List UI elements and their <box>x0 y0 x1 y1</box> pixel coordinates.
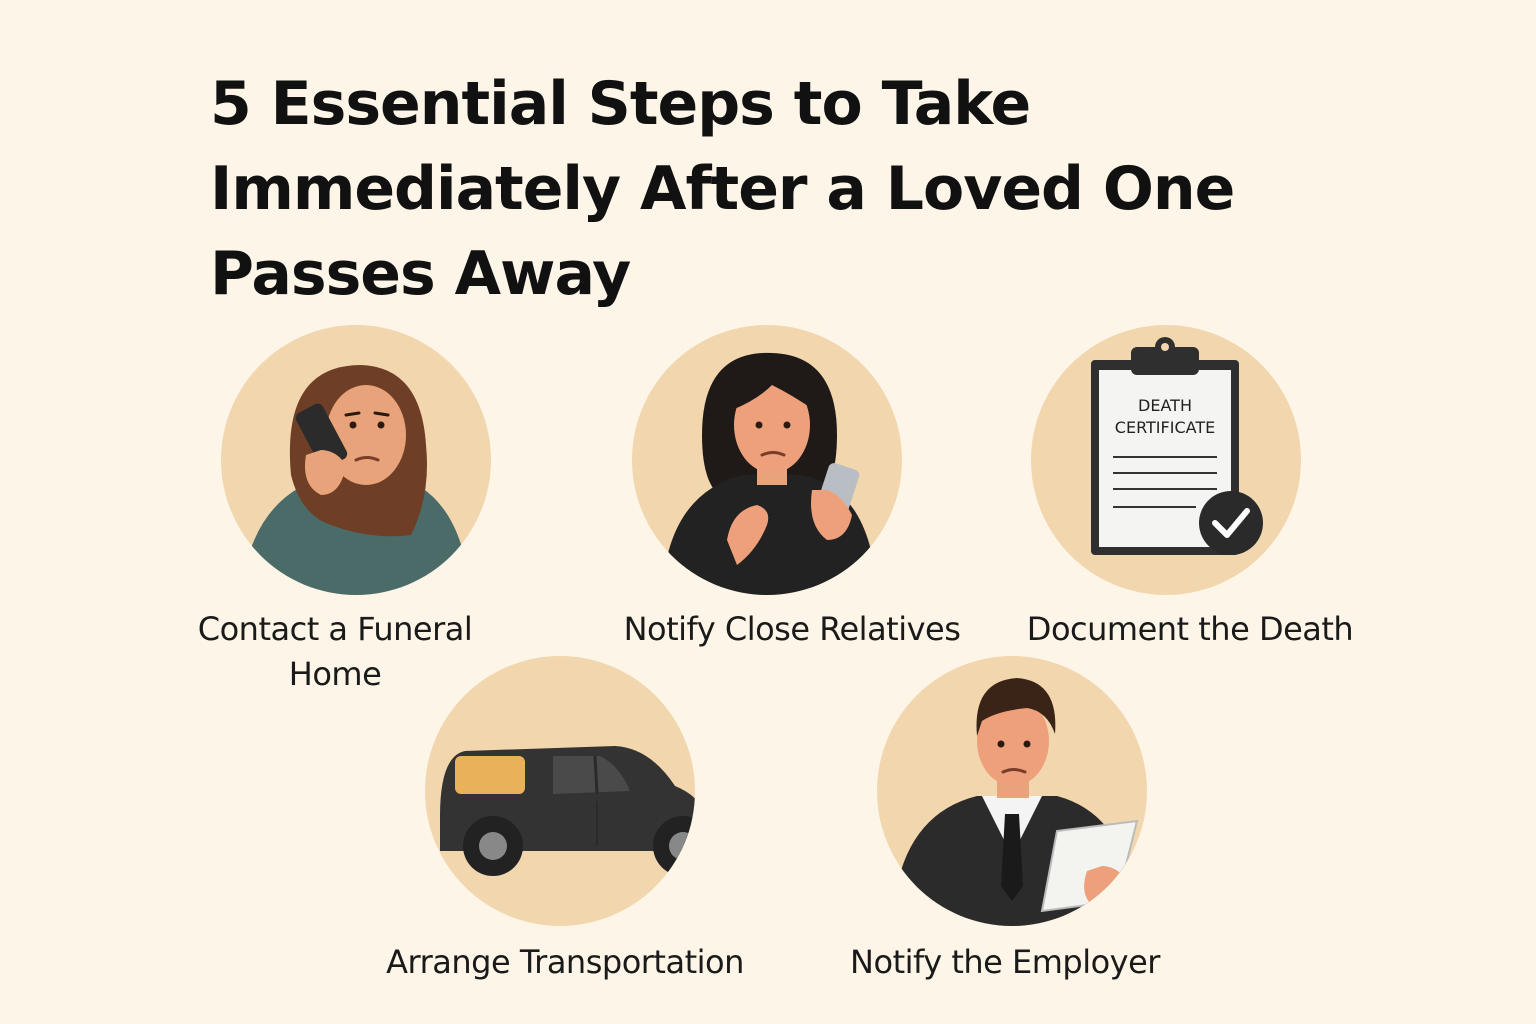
step-label: Arrange Transportation <box>386 943 744 981</box>
hearse-icon <box>425 656 695 926</box>
page-title: 5 Essential Steps to Take Immediately Af… <box>210 69 1235 309</box>
woman-in-hijab-on-phone-icon <box>221 325 491 595</box>
death-certificate-clipboard-icon: DEATH CERTIFICATE <box>1031 325 1301 595</box>
certificate-heading-line1: DEATH <box>1138 396 1192 415</box>
step-label: Contact a Funeral Home <box>197 610 473 693</box>
step-label: Notify Close Relatives <box>623 610 961 648</box>
certificate-heading-line2: CERTIFICATE <box>1115 418 1215 437</box>
step-label: Document the Death <box>1026 610 1354 648</box>
woman-holding-phone-icon <box>632 325 902 595</box>
step-label: Notify the Employer <box>850 943 1160 981</box>
man-reading-document-icon <box>877 656 1147 926</box>
